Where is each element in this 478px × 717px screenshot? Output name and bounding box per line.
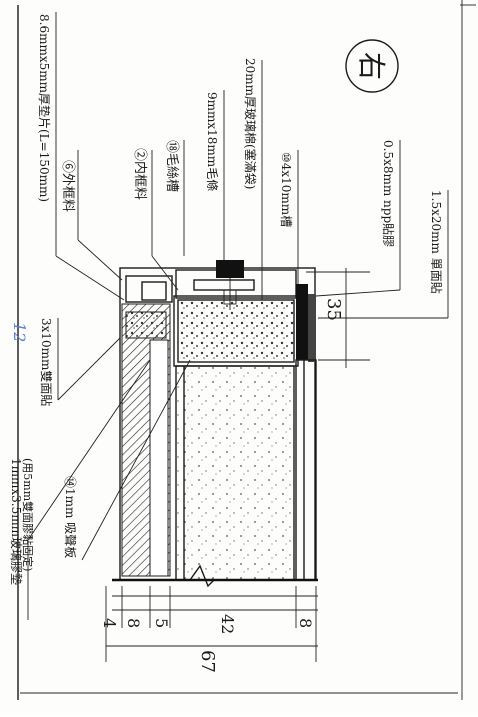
dim-4: 4 xyxy=(100,618,119,628)
label-single-tape: 1.5x20mm 單面貼 xyxy=(429,190,444,294)
label-brush-slot: ⑱毛絲槽 xyxy=(164,140,179,192)
side-mark: 右 xyxy=(345,39,399,93)
side-mark-circle xyxy=(345,39,399,93)
leader-inner-frame-diag xyxy=(151,255,179,291)
leader-outer-frame-diag xyxy=(77,239,123,281)
dim-35: 35 xyxy=(323,298,344,321)
brush-slot xyxy=(193,279,255,291)
leader-lines xyxy=(27,12,449,620)
glass-wool-fill xyxy=(177,299,295,363)
leader-npp-tape-diag xyxy=(315,289,401,297)
window-frame-section xyxy=(112,260,318,588)
label-outer-frame: ⑥外框料 xyxy=(60,160,75,212)
npp-tape-strip xyxy=(296,284,308,360)
label-npp-tape: 0.5x8mm npp貼膠 xyxy=(381,140,396,247)
brush-strip xyxy=(216,260,244,278)
dim-8-a: 8 xyxy=(124,618,143,628)
break-symbol xyxy=(189,564,215,588)
dim-total-67: 67 xyxy=(197,650,218,673)
outer-frame-chamber xyxy=(125,275,173,303)
label-sound-board: ⑭1mm 吸聲板 xyxy=(63,476,78,558)
label-fiberglass-gasket-2: (用5mm雙面膠黏固定) xyxy=(21,458,35,571)
dim-8-c: 8 xyxy=(296,618,315,628)
label-fiberglass-gasket-1: 1mmx3.5mm玻璃膠墊 xyxy=(9,458,23,585)
outer-frame-inner-chamber xyxy=(141,281,167,301)
glass-wool-panel xyxy=(175,365,295,581)
leader-double-tape xyxy=(57,337,121,401)
label-brush: 9mmx18mm毛條 xyxy=(205,92,219,191)
callout-labels: 8.6mmx5mm厚垫片(L=150mm) ⑥外框料 ②内框料 ⑱毛絲槽 9mm… xyxy=(9,14,444,585)
handwritten-note: 12 xyxy=(10,322,29,342)
leader-gasket-spacer-diag xyxy=(55,255,125,301)
leader-sound-board xyxy=(81,359,191,561)
dim-42: 42 xyxy=(218,614,237,634)
right-wall xyxy=(295,359,317,581)
side-mark-text: 右 xyxy=(355,52,388,80)
dim-5: 5 xyxy=(152,618,171,628)
single-tape-strip xyxy=(308,294,316,362)
dimension-chain: 4 8 5 42 8 67 35 xyxy=(100,268,370,673)
label-gasket-spacer: 8.6mmx5mm厚垫片(L=150mm) xyxy=(37,14,52,202)
label-inner-frame: ②内框料 xyxy=(132,148,148,200)
leader-fiberglass xyxy=(27,359,151,541)
label-slot-4x10: ⑩4x10mm槽 xyxy=(279,152,293,227)
gasket-block xyxy=(125,311,167,339)
label-glass-wool: 20mm厚玻璃棉(塞滿袋) xyxy=(243,58,258,189)
label-double-tape: 3x10mm雙面貼 xyxy=(39,318,54,406)
sound-board-layer xyxy=(149,339,169,577)
